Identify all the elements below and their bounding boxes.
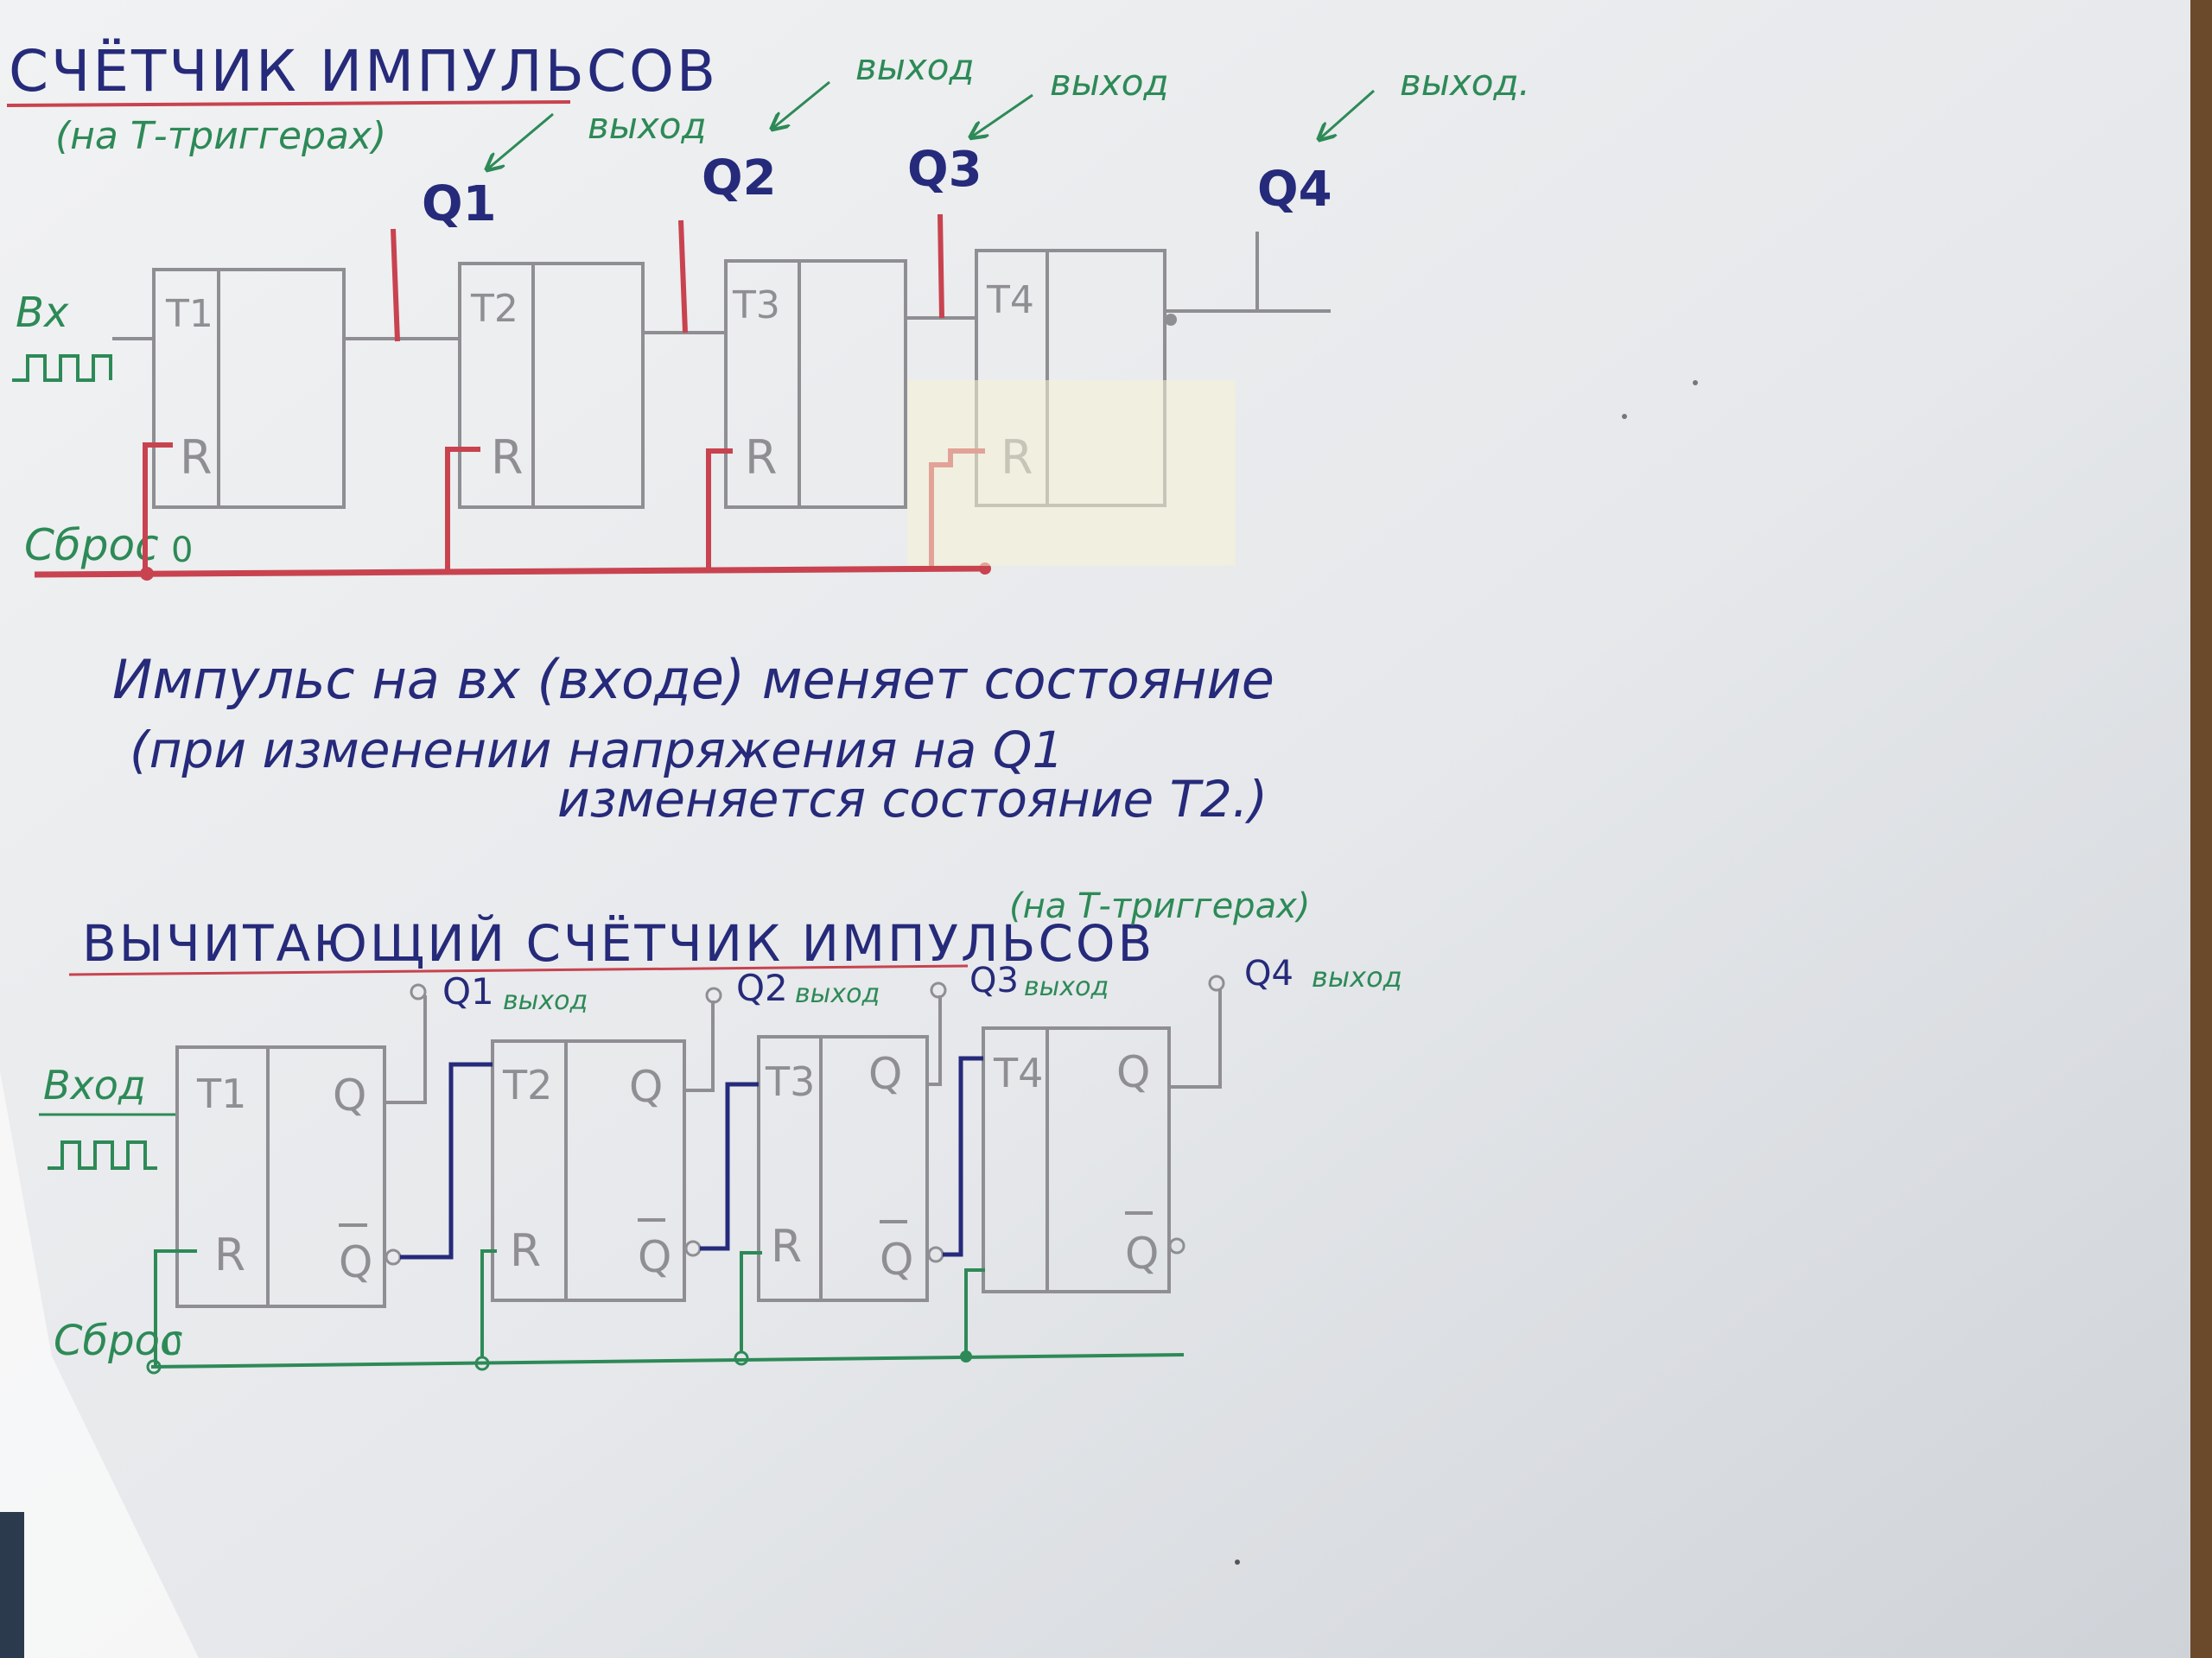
note-line-3: изменяется состояние T2.) (557, 770, 1268, 829)
note-line-2: (при изменении напряжения на Q1 (130, 721, 1064, 779)
top-output-tap-3 (938, 213, 944, 319)
top-trigger-2-label: T2 (470, 287, 518, 331)
bottom-reset-label: Сброс (54, 1317, 182, 1365)
top-arrow-2-icon (773, 80, 830, 128)
bottom-trigger-1-q: Q (333, 1070, 366, 1121)
bottom-title: ВЫЧИТАЮЩИЙ СЧЁТЧИК ИМПУЛЬСОВ (82, 913, 1154, 973)
bottom-link-1-2 (400, 1062, 493, 1260)
top-arrow-3-icon (972, 93, 1033, 137)
bottom-link-2-3 (700, 1082, 759, 1251)
top-input-label: Вх (16, 289, 69, 337)
top-output-tap-1 (391, 228, 400, 342)
top-trigger-2 (458, 262, 645, 509)
top-output-q3: Q3 (907, 142, 982, 198)
top-title: СЧЁТЧИК ИМПУЛЬСОВ (9, 38, 718, 105)
top-trigger-1-reset: R (180, 430, 213, 485)
top-reset-label: Сброс (24, 520, 159, 570)
bottom-output-q2: Q2 (736, 967, 788, 1009)
top-arrow-1-icon (488, 112, 554, 168)
top-counter: СЧЁТЧИК ИМПУЛЬСОВ (на Т-триггерах) Вх T1… (6, 38, 1530, 581)
bottom-trigger-3-qbar: Q (880, 1235, 913, 1285)
note-line-1: Импульс на вх (входе) меняет состояние (112, 648, 1274, 711)
bottom-trigger-2-q: Q (629, 1062, 663, 1112)
bottom-subtitle: (на Т-триггерах) (1009, 886, 1310, 926)
bottom-link-3-4 (943, 1056, 983, 1257)
bottom-trigger-3-label: T3 (765, 1058, 815, 1105)
top-reset-bus (34, 565, 986, 578)
bottom-trigger-1-reset: R (214, 1229, 245, 1281)
bottom-title-underline (68, 964, 969, 976)
top-trigger-3-label: T3 (732, 283, 780, 327)
tape-strip (907, 380, 1236, 566)
bottom-trigger-2 (491, 1039, 686, 1302)
top-trigger-4-label: T4 (986, 278, 1034, 322)
top-arrow-4-icon (1320, 89, 1375, 138)
top-trigger-3-reset: R (745, 430, 778, 485)
bottom-reset-zero: 0 (162, 1327, 182, 1363)
bottom-trigger-1-label: T1 (196, 1070, 246, 1117)
top-output-1-note: выход (588, 105, 707, 147)
bottom-reset-bus (150, 1353, 1185, 1369)
top-output-4-note: выход. (1400, 61, 1530, 104)
bottom-trigger-2-label: T2 (502, 1062, 552, 1109)
bottom-trigger-3-q: Q (868, 1049, 902, 1099)
bottom-output-q1: Q1 (442, 970, 494, 1013)
bottom-output-3-note: выход (1024, 972, 1109, 1002)
bottom-trigger-1-qbar: Q (339, 1237, 372, 1287)
bottom-input-label: Вход (43, 1062, 146, 1109)
bottom-trigger-4-label: T4 (993, 1050, 1043, 1096)
sunlight-patch (0, 1071, 199, 1658)
bottom-trigger-1 (175, 1045, 386, 1308)
top-output-2-note: выход (855, 46, 975, 88)
top-output-tap-2 (678, 219, 688, 334)
explanation-note: Импульс на вх (входе) меняет состояние (… (112, 648, 1274, 829)
top-trigger-1-label: T1 (165, 292, 213, 336)
bottom-trigger-4-q: Q (1116, 1047, 1150, 1097)
top-trigger-2-reset: R (491, 430, 524, 485)
top-subtitle: (на Т-триггерах) (55, 114, 386, 158)
bottom-output-1-note: выход (503, 986, 588, 1016)
top-trigger-3 (724, 259, 907, 509)
top-title-underline (6, 100, 571, 107)
top-output-q1: Q1 (422, 176, 497, 232)
desk-corner (0, 1512, 24, 1658)
top-trigger-1 (152, 268, 346, 509)
bottom-output-q3: Q3 (969, 961, 1019, 1001)
bottom-trigger-2-qbar: Q (638, 1232, 671, 1282)
bottom-trigger-4 (982, 1026, 1171, 1293)
bottom-trigger-2-reset: R (510, 1225, 541, 1277)
bottom-trigger-3 (757, 1035, 929, 1302)
bottom-output-2-note: выход (795, 979, 880, 1009)
bottom-output-q4: Q4 (1244, 954, 1294, 994)
bottom-counter: ВЫЧИТАЮЩИЙ СЧЁТЧИК ИМПУЛЬСОВ (на Т-тригг… (39, 886, 1402, 1375)
top-output-q4: Q4 (1257, 162, 1332, 218)
bottom-trigger-3-reset: R (771, 1221, 802, 1273)
bottom-trigger-4-qbar: Q (1125, 1229, 1159, 1279)
top-reset-zero: 0 (171, 530, 193, 570)
top-output-q2: Q2 (702, 150, 777, 206)
bottom-output-4-note: выход (1312, 961, 1402, 994)
top-input-pulse-icon (12, 354, 112, 382)
bottom-input-pulse-icon (48, 1140, 157, 1170)
top-output-3-note: выход (1050, 61, 1169, 104)
